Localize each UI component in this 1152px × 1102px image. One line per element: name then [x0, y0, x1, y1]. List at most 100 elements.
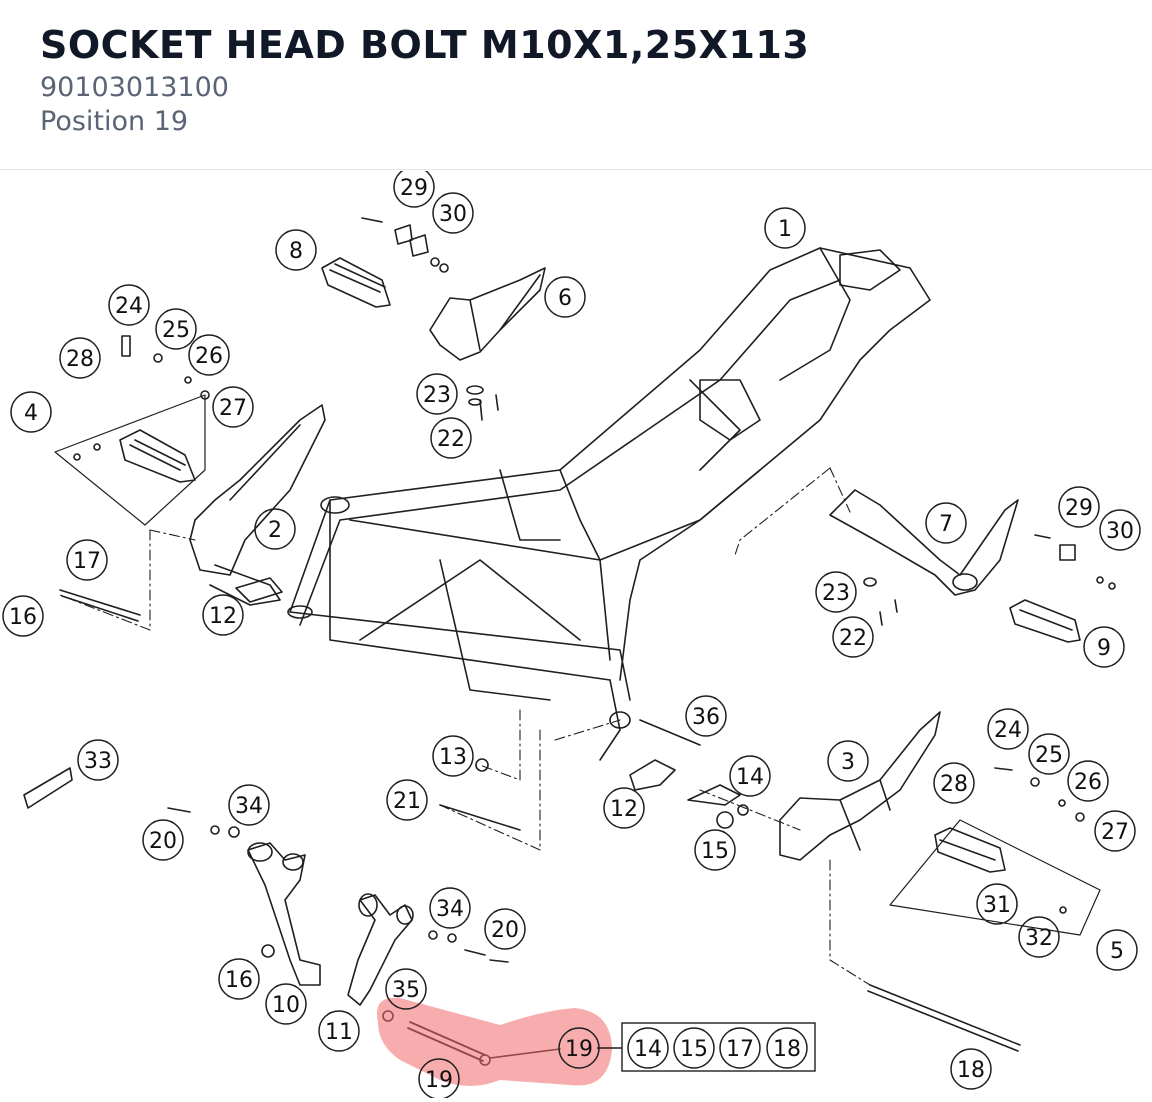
callout-1: 1	[764, 207, 806, 249]
callout-label: 23	[423, 383, 451, 408]
position-label: Position 19	[40, 106, 189, 137]
callout-label: 26	[195, 344, 223, 369]
callout-label: 23	[822, 581, 850, 606]
callout-18: 18	[950, 1048, 992, 1090]
callout-25: 25	[155, 308, 197, 350]
main-frame	[287, 247, 931, 761]
callout-22: 22	[832, 616, 874, 658]
callout-9: 9	[1083, 626, 1125, 668]
callout-26: 26	[1067, 760, 1109, 802]
callout-label: 12	[209, 604, 237, 629]
callout-layer: 1234567891011121213141415151616171718181…	[2, 166, 1141, 1100]
callout-35: 35	[385, 968, 427, 1010]
callout-label: 28	[940, 772, 968, 797]
callout-label: 14	[736, 765, 764, 790]
callout-label: 4	[24, 401, 38, 426]
callout-15: 15	[694, 829, 736, 871]
callout-34: 34	[228, 784, 270, 826]
callout-28: 28	[933, 762, 975, 804]
callout-5: 5	[1096, 929, 1138, 971]
footpeg-bracket-right	[779, 711, 941, 861]
callout-24: 24	[108, 284, 150, 326]
bolt-36	[639, 719, 701, 746]
passenger-bracket-left	[429, 267, 546, 361]
callout-label: 21	[393, 789, 421, 814]
callout-20: 20	[484, 908, 526, 950]
callout-29: 29	[393, 166, 435, 208]
callout-14: 14	[729, 755, 771, 797]
callout-19: 19	[558, 1027, 600, 1069]
callout-17: 17	[719, 1027, 761, 1069]
callout-label: 27	[1101, 820, 1129, 845]
callout-label: 18	[957, 1058, 985, 1083]
callout-27: 27	[1094, 810, 1136, 852]
callout-label: 22	[437, 427, 465, 452]
callout-label: 18	[773, 1037, 801, 1062]
callout-label: 29	[1065, 496, 1093, 521]
footpeg-upper	[321, 257, 391, 308]
callout-16: 16	[218, 958, 260, 1000]
bolt-21	[439, 804, 521, 831]
callout-12: 12	[202, 594, 244, 636]
callout-label: 34	[436, 897, 464, 922]
callout-11: 11	[318, 1010, 360, 1052]
callout-label: 11	[325, 1020, 353, 1045]
callout-30: 30	[1099, 509, 1141, 551]
hardware	[23, 217, 1116, 963]
callout-15: 15	[673, 1027, 715, 1069]
callout-label: 15	[701, 839, 729, 864]
callout-label: 30	[1106, 519, 1134, 544]
callout-21: 21	[386, 779, 428, 821]
lever-10	[247, 842, 321, 986]
callout-label: 20	[149, 829, 177, 854]
callout-label: 6	[558, 286, 572, 311]
footpeg-bracket-left	[189, 404, 326, 606]
callout-8: 8	[275, 229, 317, 271]
axle-17-right	[869, 984, 1021, 1046]
callout-label: 31	[983, 893, 1011, 918]
callout-18: 18	[766, 1027, 808, 1069]
callout-22: 22	[430, 417, 472, 459]
callout-16: 16	[2, 595, 44, 637]
callout-label: 16	[9, 605, 37, 630]
callout-14: 14	[627, 1027, 669, 1069]
callout-label: 20	[491, 918, 519, 943]
callout-10: 10	[265, 983, 307, 1025]
callout-6: 6	[544, 276, 586, 318]
callout-label: 33	[84, 749, 112, 774]
callout-label: 25	[162, 318, 190, 343]
callout-label: 34	[235, 794, 263, 819]
callout-19: 19	[418, 1058, 460, 1100]
callout-34: 34	[429, 887, 471, 929]
diagram-canvas: 1234567891011121213141415151616171718181…	[2, 166, 1141, 1100]
callout-3: 3	[827, 740, 869, 782]
footpeg-right-lower	[889, 819, 1101, 936]
callout-label: 28	[66, 347, 94, 372]
callout-label: 36	[692, 705, 720, 730]
callout-label: 19	[565, 1037, 593, 1062]
axle-17-left	[59, 589, 141, 616]
callout-label: 9	[1097, 636, 1111, 661]
callout-17: 17	[66, 539, 108, 581]
part-title: SOCKET HEAD BOLT M10X1,25X113	[40, 23, 810, 67]
callout-7: 7	[925, 502, 967, 544]
group-box	[621, 1022, 816, 1072]
callout-30: 30	[432, 192, 474, 234]
callout-label: 17	[726, 1037, 754, 1062]
footpeg-right	[1009, 599, 1081, 643]
callout-label: 29	[400, 176, 428, 201]
footpeg-left	[54, 394, 206, 526]
callout-20: 20	[142, 819, 184, 861]
callout-label: 32	[1025, 926, 1053, 951]
callout-label: 3	[841, 750, 855, 775]
callout-label: 8	[289, 239, 303, 264]
callout-label: 2	[268, 518, 282, 543]
callout-33: 33	[77, 739, 119, 781]
passenger-bracket-right	[829, 489, 1019, 596]
callout-label: 5	[1110, 939, 1124, 964]
callout-label: 26	[1074, 770, 1102, 795]
highlight-overlay	[376, 997, 612, 1086]
callout-label: 16	[225, 968, 253, 993]
callout-label: 25	[1035, 743, 1063, 768]
